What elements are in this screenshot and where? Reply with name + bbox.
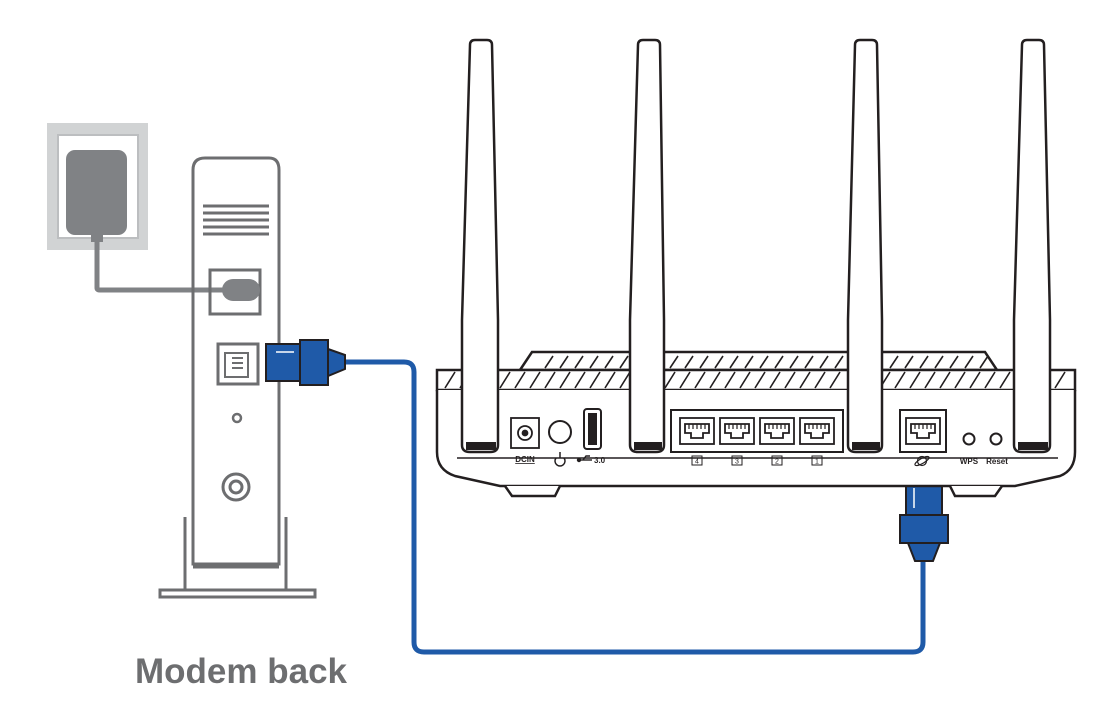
modem-phone-port-icon	[216, 342, 260, 386]
power-cord	[94, 242, 228, 293]
lan-port-3	[719, 417, 755, 445]
globe-icon	[914, 455, 930, 467]
lan-port-number-boxes	[691, 455, 823, 466]
usb-port	[583, 408, 602, 450]
modem-coax-port	[221, 472, 251, 502]
reset-button	[989, 432, 1003, 446]
lan-port-label-2: 2	[775, 459, 779, 466]
router-cable-plug	[899, 480, 949, 562]
lan-port-label-1: 1	[815, 459, 819, 466]
lan-port-label-4: 4	[695, 459, 699, 466]
dc-in-label: DCIN	[515, 455, 535, 464]
lan-port-1	[799, 417, 835, 445]
usb-label: 3.0	[594, 456, 606, 465]
lan-port-label-3: 3	[735, 459, 739, 466]
modem-cable-plug	[265, 339, 346, 386]
lan-port-2	[759, 417, 795, 445]
power-button	[548, 420, 572, 444]
wps-button	[962, 432, 976, 446]
ethernet-cable	[345, 359, 926, 655]
dc-in-port	[510, 417, 540, 449]
reset-label: Reset	[986, 457, 1008, 466]
modem-status-light	[231, 412, 243, 424]
power-adapter-icon	[66, 150, 127, 242]
wps-label: WPS	[960, 457, 979, 466]
wan-port	[899, 409, 947, 453]
modem-power-port	[208, 268, 262, 316]
antenna-bases	[466, 442, 1048, 450]
modem-back-caption: Modem back	[135, 652, 347, 691]
router-grille	[444, 355, 1066, 389]
modem	[158, 156, 317, 599]
lan-port-block	[670, 409, 844, 453]
usb-icon	[576, 455, 592, 463]
router-antennas	[460, 38, 1052, 454]
power-icon	[554, 452, 566, 467]
lan-port-4	[679, 417, 715, 445]
